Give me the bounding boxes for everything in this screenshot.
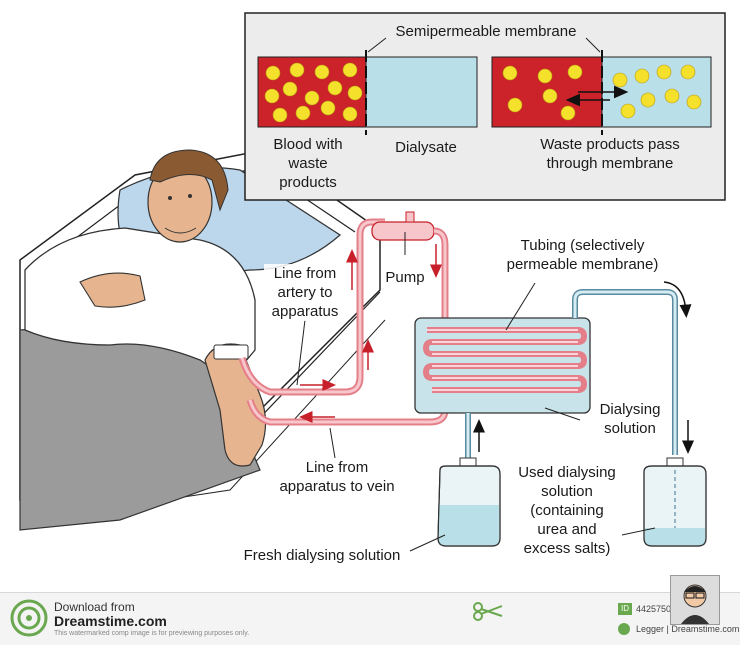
artery-line-label-3: apparatus bbox=[271, 303, 339, 320]
tubing-label: Tubing (selectively permeable membrane) bbox=[495, 236, 670, 274]
used-solution-label-5: excess salts) bbox=[523, 540, 611, 557]
black-curve-arrow bbox=[663, 281, 692, 318]
vein-line-label-1: Line from bbox=[305, 459, 369, 476]
used-solution-label-4: urea and bbox=[537, 521, 597, 538]
used-solution-bottle bbox=[643, 457, 707, 547]
vein-line-label: Line from apparatus to vein bbox=[262, 458, 412, 496]
dreamstime-logo-icon bbox=[10, 599, 48, 637]
artery-line-label-2: artery to bbox=[277, 284, 333, 301]
used-solution-label-1: Used dialysing bbox=[518, 464, 616, 481]
leader-lines bbox=[296, 232, 656, 552]
patient-body bbox=[24, 227, 256, 381]
fresh-solution-bottle bbox=[437, 457, 501, 547]
dialysing-solution-label: Dialysing solution bbox=[585, 400, 675, 438]
pass-label-line-1: Waste products pass bbox=[540, 136, 680, 153]
pump-label: Pump bbox=[385, 269, 425, 286]
image-id: 44257508 bbox=[636, 604, 677, 614]
membrane-inset bbox=[244, 12, 726, 201]
dialysate-label: Dialysate bbox=[395, 139, 457, 156]
dialysate-compartment bbox=[365, 56, 478, 128]
dialysing-solution-label-2: solution bbox=[604, 420, 656, 437]
pass-label: Waste products pass through membrane bbox=[520, 135, 700, 173]
tubing-label-2: permeable membrane) bbox=[506, 256, 659, 273]
diagram-canvas bbox=[19, 12, 726, 552]
id-badge-icon: ID bbox=[618, 603, 632, 615]
catheter-patch bbox=[213, 344, 249, 360]
dialysing-solution-label-1: Dialysing bbox=[599, 401, 661, 418]
vein-line-label-2: apparatus to vein bbox=[279, 478, 395, 495]
stock-footer: Download from Dreamstime.com This waterm… bbox=[0, 575, 740, 645]
artery-line-label: Line from artery to apparatus bbox=[264, 264, 346, 321]
scissors-icon bbox=[473, 602, 503, 621]
blood-label-line-2: waste bbox=[288, 155, 328, 172]
fresh-solution-label: Fresh dialysing solution bbox=[243, 547, 401, 564]
used-solution-label-3: (containing bbox=[530, 502, 604, 519]
patient-head bbox=[147, 149, 229, 243]
credit-text: Legger | Dreamstime.com bbox=[636, 624, 740, 634]
preview-note: This watermarked comp image is for previ… bbox=[54, 630, 250, 637]
patient-left-arm bbox=[79, 272, 146, 308]
copyright-icon bbox=[618, 623, 630, 635]
blood-label: Blood with waste products bbox=[258, 135, 358, 192]
dialysis-diagram: Semipermeable membrane Blood with waste … bbox=[19, 12, 726, 564]
tubing-label-1: Tubing (selectively bbox=[520, 237, 645, 254]
blood-label-line-3: products bbox=[279, 174, 337, 191]
site-name[interactable]: Dreamstime.com bbox=[54, 613, 167, 629]
artery-line-label-1: Line from bbox=[273, 265, 337, 282]
author-avatar[interactable] bbox=[670, 575, 720, 625]
used-solution-label: Used dialysing solution (containing urea… bbox=[507, 463, 627, 558]
used-solution-label-2: solution bbox=[541, 483, 593, 500]
pass-label-line-2: through membrane bbox=[546, 155, 674, 172]
pump bbox=[371, 211, 435, 241]
blood-label-line-1: Blood with bbox=[273, 136, 343, 153]
dialyser bbox=[414, 317, 591, 414]
membrane-title: Semipermeable membrane bbox=[395, 23, 577, 40]
download-from-text: Download from bbox=[54, 600, 135, 614]
